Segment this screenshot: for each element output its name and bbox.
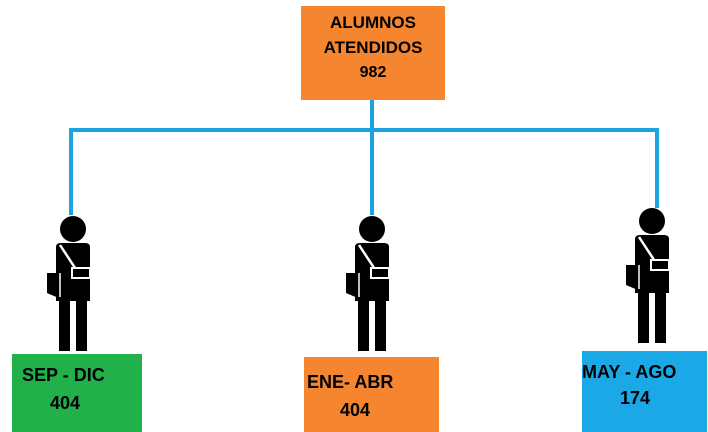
period-label: ENE- ABR [307,372,394,392]
period-node-ene-abr: ENE- ABR 404 [304,357,439,432]
period-value: 404 [50,393,81,413]
root-total-value: 982 [359,64,387,81]
student-icon-left [45,214,93,353]
student-icon-right [624,206,672,345]
period-label: MAY - AGO [582,362,677,382]
root-title-line1: ALUMNOS [330,13,416,32]
period-value: 404 [340,400,371,420]
period-node-may-ago: MAY - AGO 174 [582,351,707,432]
period-value: 174 [620,388,651,408]
root-title-line2: ATENDIDOS [323,38,423,57]
period-label: SEP - DIC [22,365,105,385]
period-node-sep-dic: SEP - DIC 404 [12,354,142,432]
root-node-total-students: ALUMNOS ATENDIDOS 982 [301,6,445,100]
student-icon-center [344,214,392,353]
